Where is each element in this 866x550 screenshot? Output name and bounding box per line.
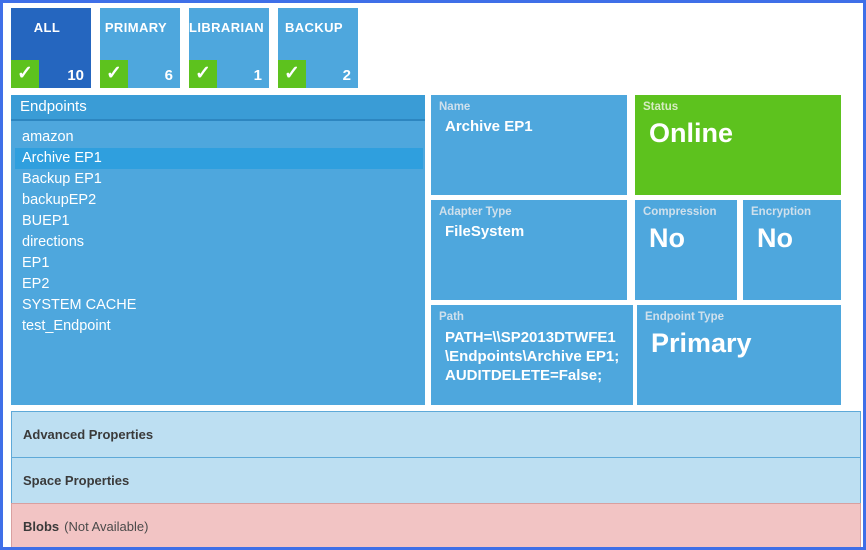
accordion-space-properties-title: Space Properties <box>23 473 130 488</box>
filter-tile-primary-count: 6 <box>164 67 173 84</box>
accordion-blobs[interactable]: Blobs (Not Available) <box>11 503 861 547</box>
list-item[interactable]: amazon <box>22 129 74 145</box>
check-icon: ✓ <box>11 60 39 88</box>
filter-tile-backup[interactable]: BACKUP ✓ 2 <box>278 8 358 88</box>
detail-tile-name-label: Name <box>439 101 471 113</box>
properties-accordion: Advanced Properties Space Properties Blo… <box>11 411 861 547</box>
accordion-space-properties[interactable]: Space Properties <box>11 457 861 503</box>
list-item[interactable]: Archive EP1 <box>15 148 423 169</box>
check-icon: ✓ <box>278 60 306 88</box>
filter-tile-primary-label: PRIMARY <box>104 20 168 35</box>
list-item[interactable]: EP2 <box>22 276 50 292</box>
accordion-advanced-properties-title: Advanced Properties <box>23 427 154 442</box>
list-item[interactable]: BUEP1 <box>22 213 70 229</box>
detail-tile-endpoint-type[interactable]: Endpoint Type Primary <box>637 305 841 405</box>
detail-tile-adapter-type[interactable]: Adapter Type FileSystem <box>431 200 627 300</box>
filter-tile-librarian-count: 1 <box>253 67 262 84</box>
endpoints-list-panel: Endpoints amazon Archive EP1 Backup EP1 … <box>11 95 425 405</box>
check-icon: ✓ <box>189 60 217 88</box>
detail-tile-compression-value: No <box>649 223 685 253</box>
filter-tile-all-label: ALL <box>33 20 61 35</box>
list-item[interactable]: test_Endpoint <box>22 318 111 334</box>
filter-tile-all[interactable]: ALL ✓ 10 <box>11 8 91 88</box>
filter-tile-all-count: 10 <box>67 67 84 84</box>
detail-tile-path[interactable]: Path PATH=\\SP2013DTWFE1\Endpoints\Archi… <box>431 305 633 405</box>
detail-tile-name[interactable]: Name Archive EP1 <box>431 95 627 195</box>
detail-tile-endpoint-type-label: Endpoint Type <box>645 311 725 323</box>
filter-tile-librarian[interactable]: LIBRARIAN ✓ 1 <box>189 8 269 88</box>
filter-tile-backup-label: BACKUP <box>284 20 343 35</box>
accordion-blobs-title: Blobs <box>23 519 60 534</box>
filter-tile-primary[interactable]: PRIMARY ✓ 6 <box>100 8 180 88</box>
detail-tile-path-value: PATH=\\SP2013DTWFE1\Endpoints\Archive EP… <box>445 329 620 384</box>
list-item[interactable]: EP1 <box>22 255 50 271</box>
detail-tile-status-label: Status <box>643 101 679 113</box>
detail-tile-compression-label: Compression <box>643 206 717 218</box>
list-item[interactable]: SYSTEM CACHE <box>22 297 137 313</box>
endpoints-list-header: Endpoints <box>11 95 425 121</box>
accordion-advanced-properties[interactable]: Advanced Properties <box>11 411 861 457</box>
detail-tile-encryption-value: No <box>757 223 793 253</box>
detail-tile-encryption-label: Encryption <box>751 206 812 218</box>
status-badge: Online <box>649 118 734 148</box>
list-item[interactable]: Backup EP1 <box>22 171 102 187</box>
list-item[interactable]: backupEP2 <box>22 192 97 208</box>
accordion-blobs-subtitle: (Not Available) <box>64 519 149 534</box>
detail-tile-adapter-type-value: FileSystem <box>445 223 525 240</box>
check-icon: ✓ <box>100 60 128 88</box>
detail-tile-status[interactable]: Status Online <box>635 95 841 195</box>
detail-tile-endpoint-type-value: Primary <box>651 328 752 358</box>
detail-tile-path-label: Path <box>439 311 464 323</box>
endpoints-list-body: amazon Archive EP1 Backup EP1 backupEP2 … <box>11 121 425 337</box>
filter-tile-backup-count: 2 <box>342 67 351 84</box>
detail-tile-name-value: Archive EP1 <box>445 118 533 135</box>
filter-tile-bar: ALL ✓ 10 PRIMARY ✓ 6 LIBRARIAN ✓ 1 BACKU… <box>11 8 358 88</box>
detail-tile-adapter-type-label: Adapter Type <box>439 206 512 218</box>
detail-tile-compression[interactable]: Compression No <box>635 200 737 300</box>
list-item[interactable]: directions <box>22 234 85 250</box>
filter-tile-librarian-label: LIBRARIAN <box>189 20 265 35</box>
detail-tile-encryption[interactable]: Encryption No <box>743 200 841 300</box>
